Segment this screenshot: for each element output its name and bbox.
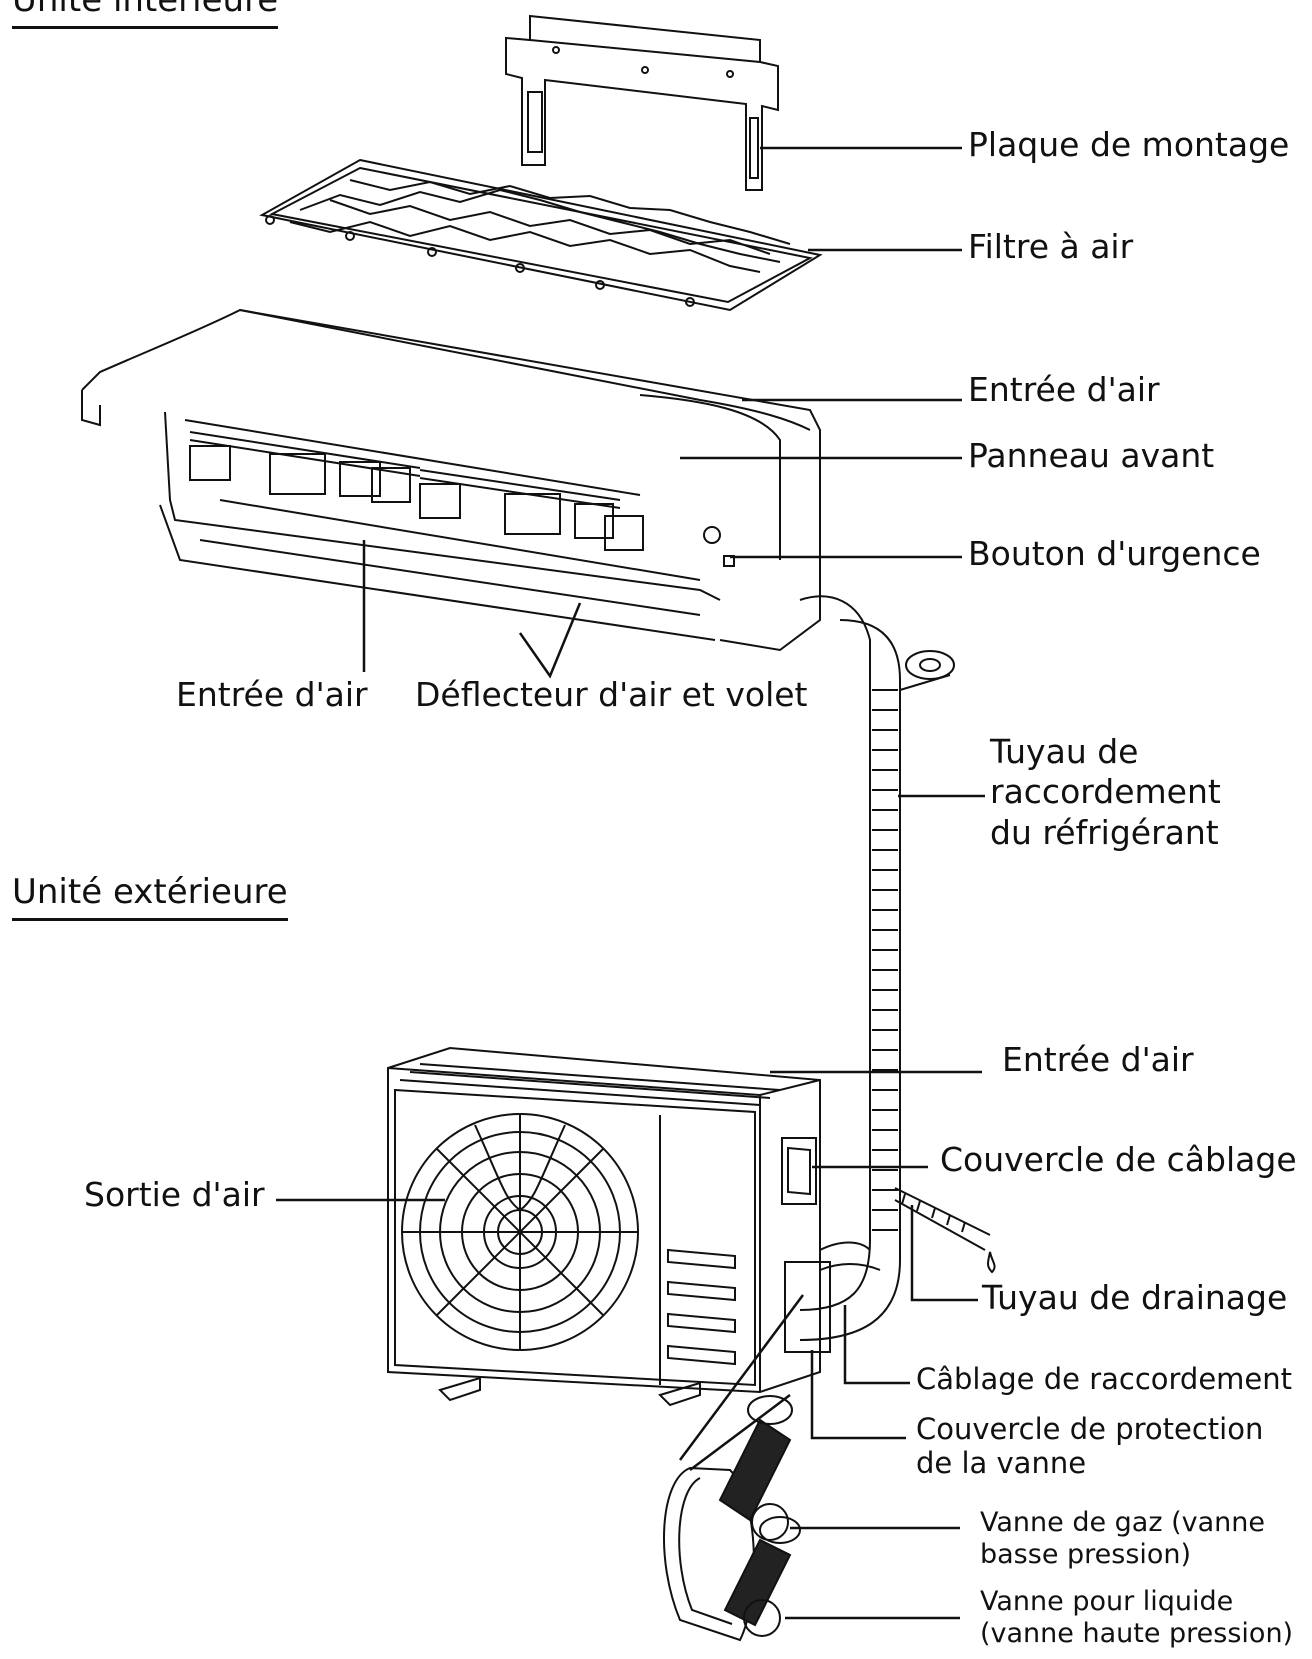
label-valve-cover: Couvercle de protection de la vanne (916, 1412, 1263, 1480)
label-liquid-valve: Vanne pour liquide (vanne haute pression… (980, 1586, 1293, 1651)
indoor-section-title: Unité intérieure (12, 0, 279, 29)
drain-hose-drawing (894, 1187, 996, 1274)
label-wiring-cover: Couvercle de câblage (940, 1140, 1297, 1179)
label-liquid-valve-line2: (vanne haute pression) (980, 1618, 1294, 1650)
label-refrigerant-pipe-line1: Tuyau de (990, 732, 1139, 771)
label-refrigerant-pipe: Tuyau de raccordement du réfrigérant (990, 732, 1221, 853)
label-valve-cover-line1: Couvercle de protection (916, 1412, 1264, 1446)
label-air-filter: Filtre à air (968, 227, 1134, 266)
label-valve-cover-line2: de la vanne (916, 1446, 1087, 1481)
label-drain-hose: Tuyau de drainage (982, 1278, 1288, 1317)
refrigerant-pipe-drawing (799, 595, 955, 1341)
label-mounting-plate: Plaque de montage (968, 125, 1290, 164)
label-gas-valve-line1: Vanne de gaz (vanne (980, 1507, 1266, 1538)
leader-lines (276, 146, 985, 1620)
label-emergency-button: Bouton d'urgence (968, 534, 1261, 573)
label-air-inlet-bottom: Entrée d'air (176, 675, 368, 714)
label-gas-valve-line2: basse pression) (980, 1539, 1192, 1571)
label-connection-wiring: Câblage de raccordement (916, 1362, 1293, 1396)
label-outdoor-air-inlet: Entrée d'air (1002, 1040, 1194, 1079)
air-filter-drawing (259, 158, 823, 312)
label-deflector: Déflecteur d'air et volet (415, 675, 808, 714)
outdoor-section-title: Unité extérieure (12, 872, 288, 921)
label-air-outlet: Sortie d'air (84, 1175, 265, 1214)
outdoor-unit-drawing (387, 1046, 881, 1407)
indoor-unit-drawing (81, 308, 821, 652)
label-air-inlet-top: Entrée d'air (968, 370, 1160, 409)
label-gas-valve: Vanne de gaz (vanne basse pression) (980, 1507, 1265, 1572)
label-front-panel: Panneau avant (968, 436, 1215, 475)
valves-drawing (662, 1395, 801, 1642)
label-refrigerant-pipe-line3: du réfrigérant (990, 812, 1219, 852)
label-refrigerant-pipe-line2: raccordement (990, 772, 1221, 812)
mounting-plate-drawing (505, 14, 779, 191)
label-liquid-valve-line1: Vanne pour liquide (980, 1586, 1234, 1617)
